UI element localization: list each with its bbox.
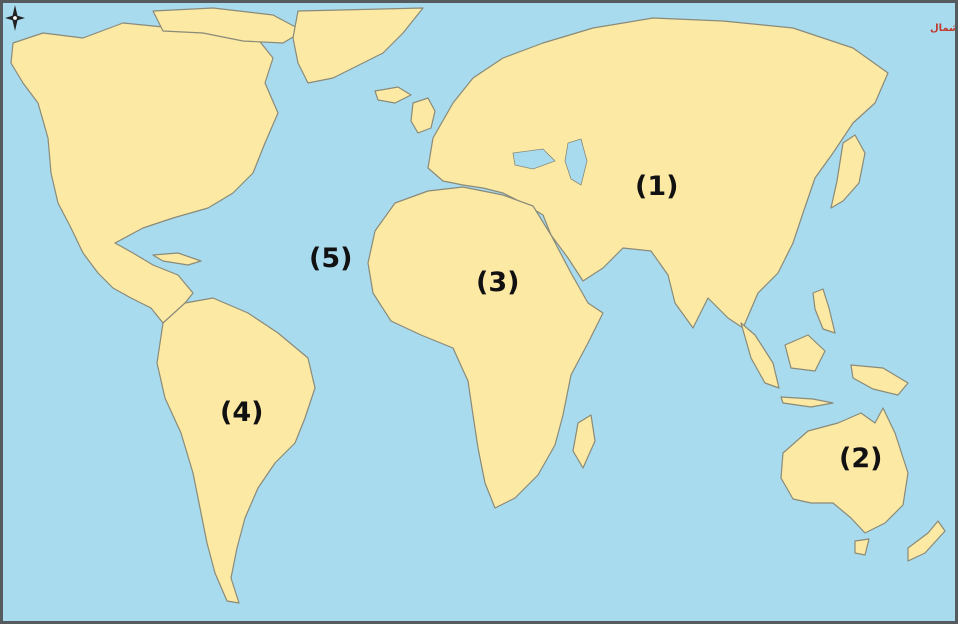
north-label: الشمال (930, 23, 955, 34)
region-label-africa: (3) (476, 267, 520, 298)
caspian-sea (564, 138, 588, 186)
region-label-south-america: (4) (220, 397, 264, 428)
compass-rose-icon (5, 5, 25, 31)
region-label-asia: (1) (635, 171, 679, 202)
cuba-island (152, 252, 202, 266)
borneo-island (784, 334, 826, 372)
greenland-landmass (292, 7, 424, 84)
black-sea (512, 148, 556, 170)
madagascar-island (572, 414, 596, 469)
tasmania-island (854, 538, 870, 556)
continents-layer (10, 7, 946, 604)
japan-islands (830, 134, 866, 209)
region-label-atlantic-ocean: (5) (309, 243, 353, 274)
new-guinea-island (850, 364, 909, 396)
java-island (780, 396, 834, 408)
south-america-landmass (156, 297, 316, 604)
region-label-australia: (2) (839, 443, 883, 474)
north-america-landmass (10, 20, 279, 324)
africa-landmass (367, 186, 604, 509)
philippines-islands (812, 288, 836, 334)
sumatra-island (740, 322, 780, 389)
new-zealand-islands (907, 520, 946, 562)
iceland-island (374, 86, 412, 104)
canadian-arctic-islands (152, 7, 304, 44)
australia-landmass (780, 407, 909, 534)
british-isles (410, 97, 436, 134)
